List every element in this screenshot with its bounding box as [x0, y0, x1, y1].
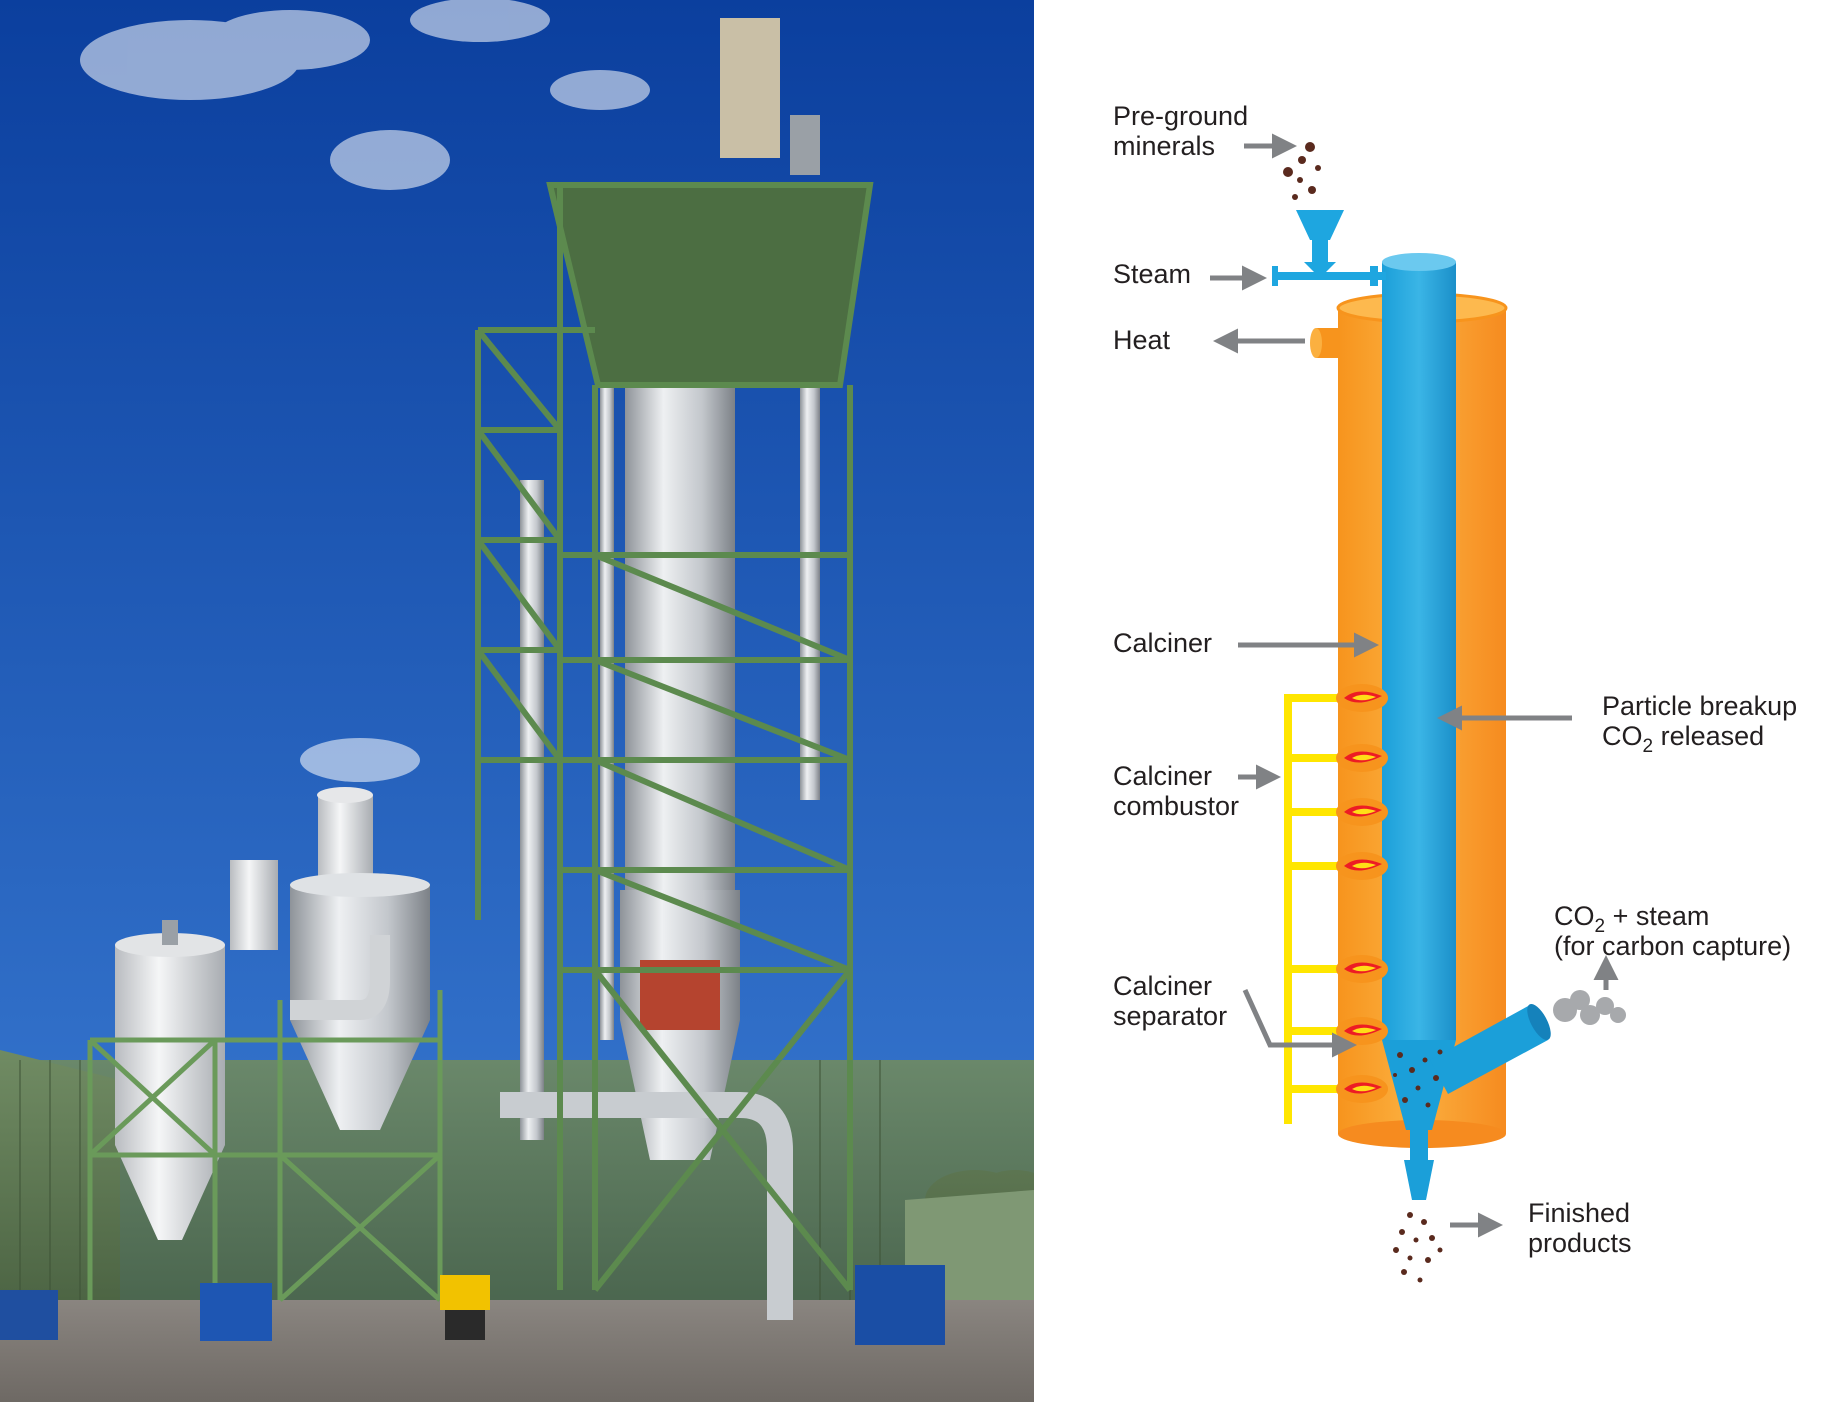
plant-photo [0, 0, 1034, 1402]
co2-steam-puff [1553, 990, 1626, 1025]
calciner-diagram-svg: Pre-ground minerals Steam Heat Calciner … [1034, 0, 1824, 1402]
label-calciner-combustor-1: Calciner [1113, 761, 1212, 791]
plant-photo-illustration [0, 0, 1034, 1402]
label-calciner-combustor-2: combustor [1113, 791, 1239, 821]
label-pre-ground: Pre-ground [1113, 101, 1248, 131]
label-finished: Finished [1528, 1198, 1630, 1228]
label-calciner-separator-2: separator [1113, 1001, 1227, 1031]
label-calciner-separator-1: Calciner [1113, 971, 1212, 1001]
mineral-particles-top [1283, 142, 1321, 200]
label-minerals: minerals [1113, 131, 1215, 161]
label-heat: Heat [1113, 325, 1171, 355]
label-particle-breakup: Particle breakup [1602, 691, 1797, 721]
arrow-separator [1245, 990, 1352, 1045]
product-particles [1393, 1212, 1443, 1283]
label-steam: Steam [1113, 259, 1191, 289]
label-co2-released: CO2 released [1602, 721, 1764, 757]
label-products: products [1528, 1228, 1632, 1258]
calciner-diagram: Pre-ground minerals Steam Heat Calciner … [1034, 0, 1824, 1402]
label-calciner: Calciner [1113, 628, 1212, 658]
feed-hopper [1296, 210, 1344, 272]
label-carbon-capture: (for carbon capture) [1554, 931, 1791, 961]
